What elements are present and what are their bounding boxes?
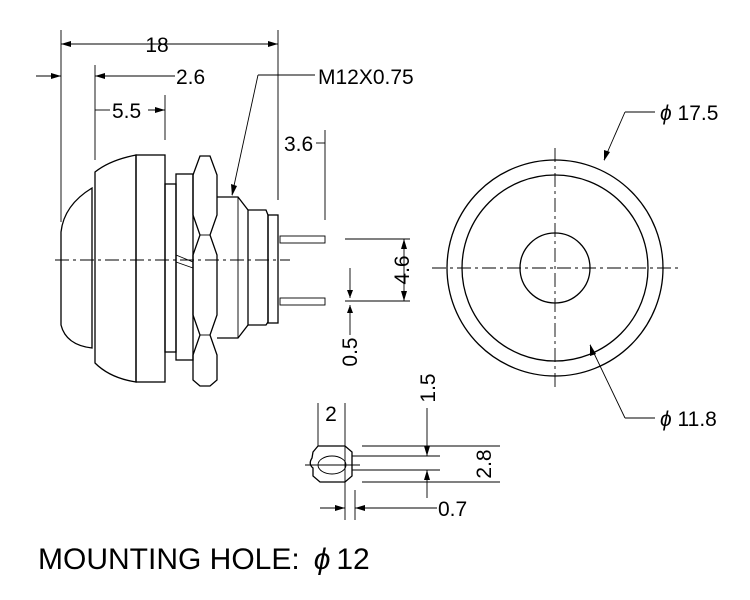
outer-diameter-label: ϕ 17.5 xyxy=(660,102,718,125)
side-view xyxy=(36,30,410,387)
dim-pin-thickness: 0.5 xyxy=(339,337,362,366)
dim-hole-gap: 1.5 xyxy=(417,373,440,402)
dim-pin-spacing: 4.6 xyxy=(391,255,414,284)
dim-dome: 2.6 xyxy=(176,66,205,89)
dim-overall-length: 18 xyxy=(145,34,168,57)
dim-cap: 5.5 xyxy=(112,100,141,123)
dim-hole-height: 2.8 xyxy=(473,449,496,478)
dim-thread: M12X0.75 xyxy=(318,66,414,89)
dim-hole-width: 2 xyxy=(325,403,337,426)
mounting-hole-detail xyxy=(305,403,500,520)
front-view xyxy=(432,111,680,419)
dim-hole-slot: 0.7 xyxy=(438,498,467,521)
dim-pin-length: 3.6 xyxy=(284,133,313,156)
inner-diameter-label: ϕ 11.8 xyxy=(660,408,717,431)
